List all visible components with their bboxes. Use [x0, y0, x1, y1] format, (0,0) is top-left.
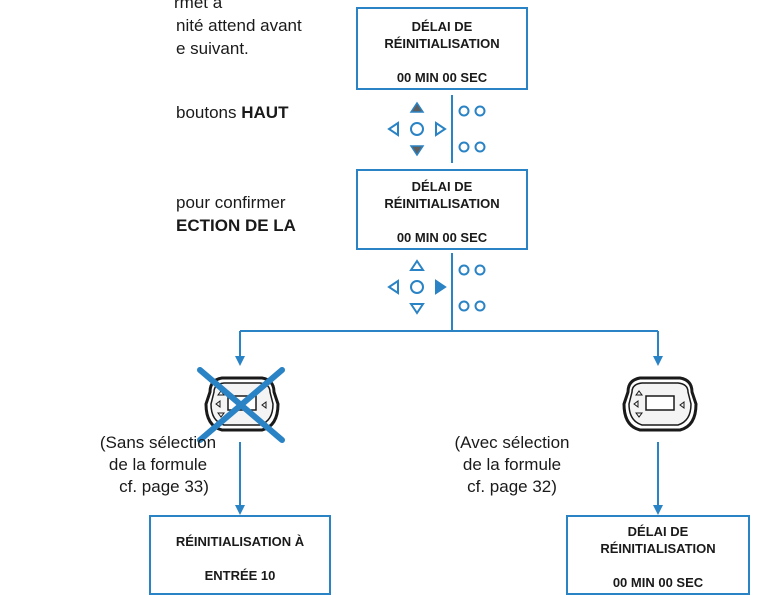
note-line: (Avec sélection — [454, 433, 570, 452]
note-left: (Sans sélection de la formule cf. page 3… — [93, 432, 223, 498]
intro-line-4: boutons HAUT — [176, 102, 288, 124]
left-arrow-icon — [387, 121, 399, 137]
note-line: de la formule — [462, 455, 562, 474]
note-line: cf. page 33) — [119, 477, 209, 496]
cross-icon — [197, 367, 285, 443]
display-box-left: RÉINITIALISATION À ENTRÉE 10 — [149, 515, 331, 595]
led-icon — [458, 300, 470, 312]
intro-line-5: pour confirmer — [176, 193, 286, 212]
led-icon — [458, 264, 470, 276]
led-icon — [474, 264, 486, 276]
up-arrow-icon — [409, 259, 425, 271]
intro-line-3: e suivant. — [176, 39, 249, 58]
display-box-mid: DÉLAI DE RÉINITIALISATION 00 MIN 00 SEC — [356, 169, 528, 250]
led-icon — [474, 300, 486, 312]
intro-line-2: nité attend avant — [176, 16, 302, 35]
down-arrow-icon — [409, 303, 425, 315]
display-line-3: 00 MIN 00 SEC — [396, 230, 488, 245]
intro-line-1: rmet à — [174, 0, 223, 12]
display-line-3: 00 MIN 00 SEC — [396, 70, 488, 85]
led-icon — [474, 105, 486, 117]
keypad-top — [387, 95, 486, 163]
note-right: (Avec sélection de la formule cf. page 3… — [446, 432, 578, 498]
down-arrow-pressed-icon — [409, 145, 425, 157]
display-line-2: RÉINITIALISATION — [384, 196, 500, 211]
led-icon — [458, 105, 470, 117]
led-icon — [458, 141, 470, 153]
intro-line-4-text: boutons — [176, 103, 242, 122]
display-box-right: DÉLAI DE RÉINITIALISATION 00 MIN 00 SEC — [566, 515, 750, 595]
up-arrow-pressed-icon — [409, 101, 425, 113]
note-line: (Sans sélection — [99, 433, 217, 452]
display-line-2: ENTRÉE 10 — [204, 568, 276, 583]
display-line-1: RÉINITIALISATION À — [175, 534, 305, 549]
controller-device-icon — [622, 376, 698, 432]
center-button-icon — [410, 280, 424, 294]
display-line-2: RÉINITIALISATION — [384, 36, 500, 51]
right-arrow-icon — [435, 121, 447, 137]
display-line-1: DÉLAI DE — [627, 524, 689, 539]
display-line-1: DÉLAI DE — [411, 179, 473, 194]
display-line-1: DÉLAI DE — [411, 19, 473, 34]
intro-line-6: ECTION DE LA — [176, 216, 296, 235]
led-icon — [474, 141, 486, 153]
branch-connector — [235, 322, 663, 515]
intro-line-4-bold: HAUT — [241, 103, 289, 122]
center-button-icon — [410, 122, 424, 136]
note-line: cf. page 32) — [467, 477, 557, 496]
right-arrow-pressed-icon — [435, 279, 447, 295]
display-box-top: DÉLAI DE RÉINITIALISATION 00 MIN 00 SEC — [356, 7, 528, 90]
left-arrow-icon — [387, 279, 399, 295]
note-line: de la formule — [108, 455, 208, 474]
display-line-3: 00 MIN 00 SEC — [612, 575, 704, 590]
keypad-mid — [387, 253, 486, 322]
display-line-2: RÉINITIALISATION — [600, 541, 716, 556]
